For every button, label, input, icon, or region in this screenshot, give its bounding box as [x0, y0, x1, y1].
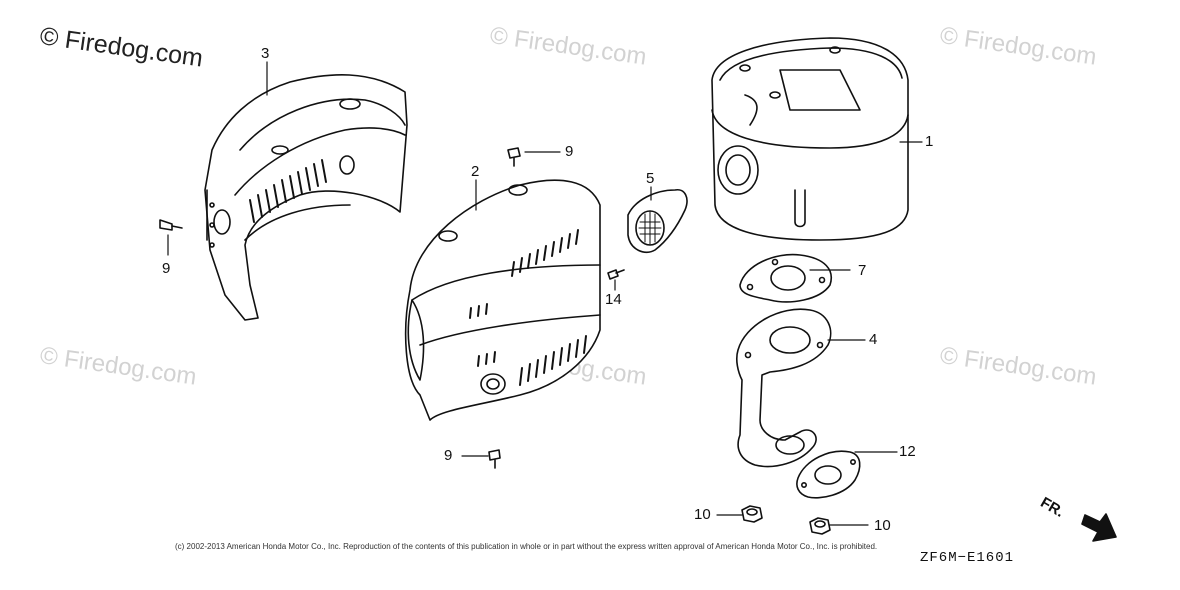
bolt-9-top[interactable]: [507, 147, 521, 167]
part-5-spark-arrester[interactable]: [627, 188, 688, 254]
callout-12: 12: [899, 443, 916, 460]
nut-10-left[interactable]: [741, 505, 763, 523]
callout-9-top: 9: [565, 143, 574, 160]
nut-10-right[interactable]: [809, 517, 831, 535]
callout-14: 14: [605, 291, 622, 308]
leader-lines: [167, 61, 923, 526]
part-12-gasket[interactable]: [796, 450, 861, 499]
callout-7: 7: [858, 262, 867, 279]
part-7-gasket[interactable]: [739, 253, 832, 303]
callout-3: 3: [261, 45, 270, 62]
part-3-muffler-protector[interactable]: [204, 74, 408, 321]
part-1-muffler[interactable]: [711, 37, 909, 241]
part-2-protector[interactable]: [404, 179, 601, 421]
callout-9-left: 9: [162, 260, 171, 277]
front-arrow-icon: [1081, 513, 1117, 542]
screw-14[interactable]: [607, 269, 625, 280]
callout-2: 2: [471, 163, 480, 180]
part-4-exhaust-pipe[interactable]: [735, 308, 832, 468]
callout-1: 1: [925, 133, 934, 150]
callout-9-bottom: 9: [444, 447, 453, 464]
bolt-9-bottom[interactable]: [488, 449, 501, 469]
callout-4: 4: [869, 331, 878, 348]
copyright-notice: (c) 2002-2013 American Honda Motor Co., …: [175, 542, 878, 551]
bolt-9-left[interactable]: [159, 219, 183, 231]
callout-10-right: 10: [874, 517, 891, 534]
callout-5: 5: [646, 170, 655, 187]
callout-10-left: 10: [694, 506, 711, 523]
diagram-code: ZF6M−E1601: [920, 550, 1015, 566]
